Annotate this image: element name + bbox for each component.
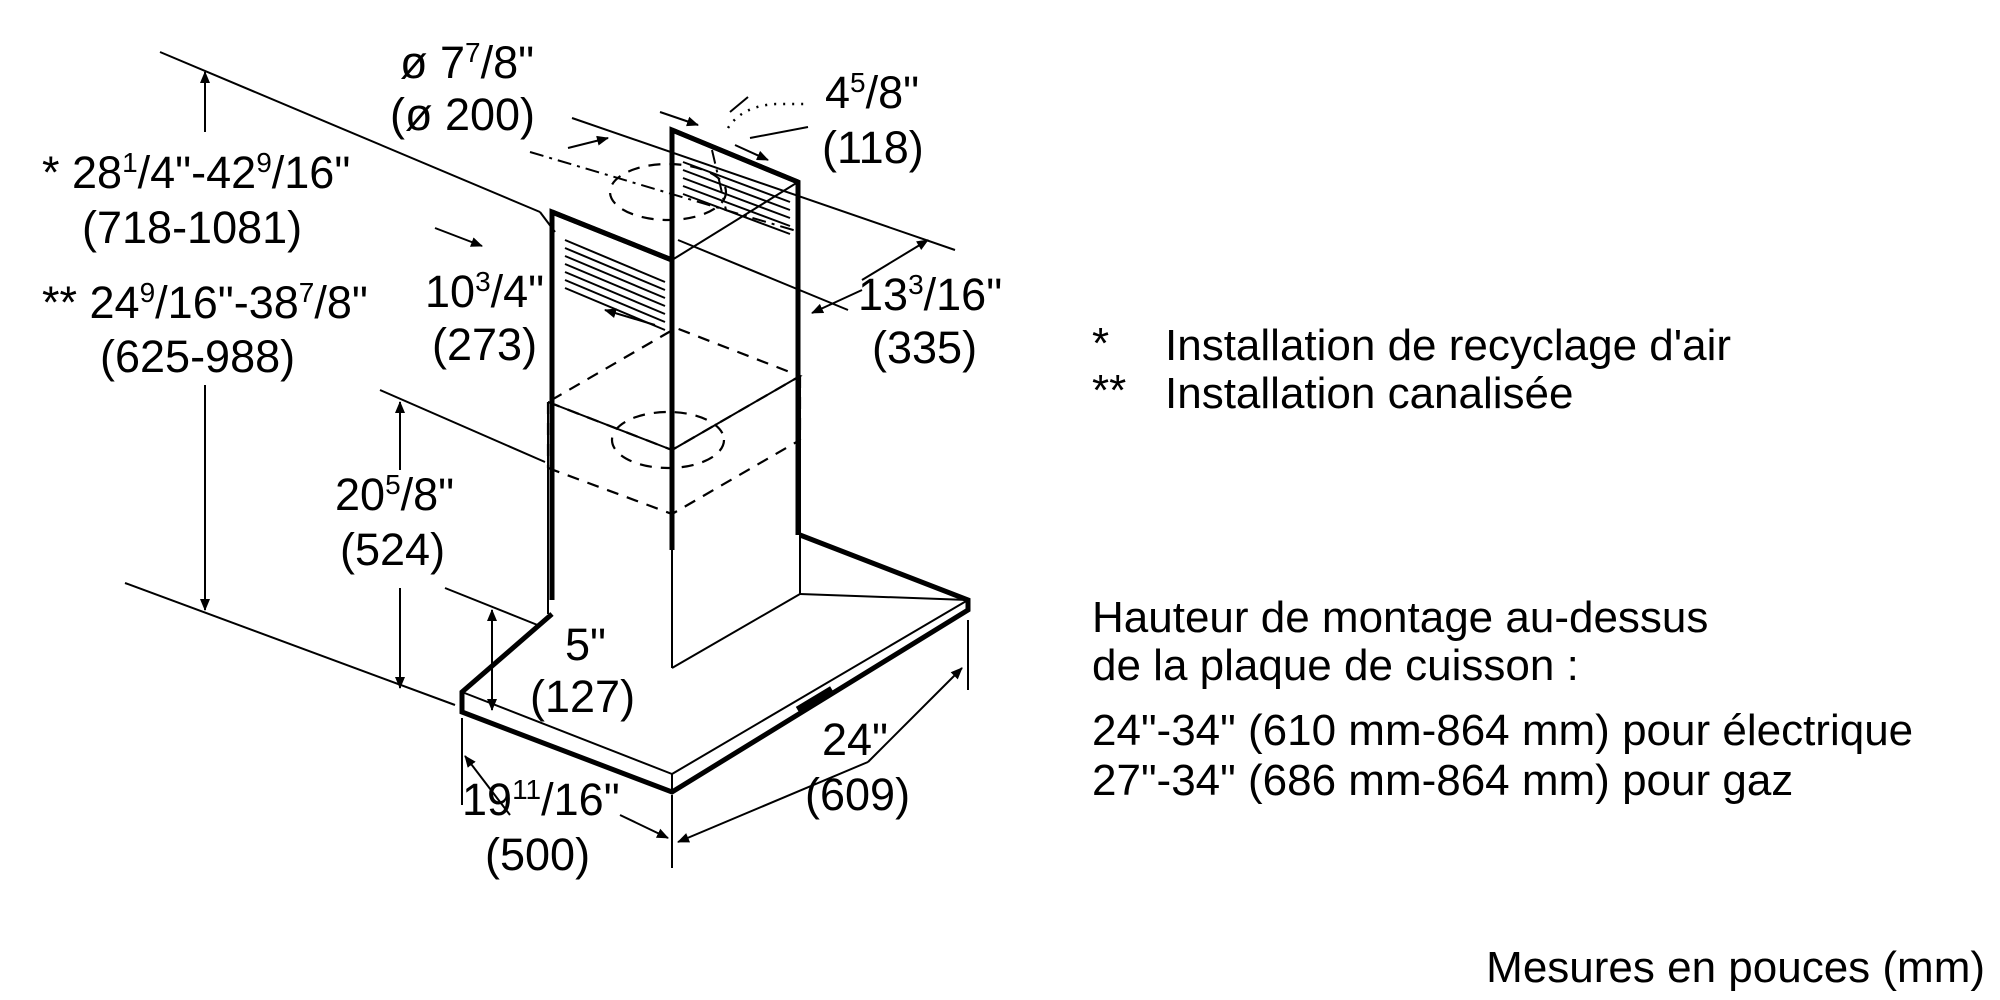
hidden-duct: [529, 102, 810, 516]
duct-diameter-mm: (ø 200): [390, 89, 535, 140]
mounting-line-1: Hauteur de montage au-dessus: [1092, 593, 1708, 642]
total-height-ducted-mm: (625-988): [100, 331, 295, 382]
installation-legend: * Installation de recyclage d'air ** Ins…: [1092, 319, 1731, 418]
chimney-width-mm: (273): [432, 319, 537, 370]
legend-text-recirc: Installation de recyclage d'air: [1165, 321, 1731, 370]
chimney-width-label: 103/4": [425, 266, 544, 317]
legend-text-ducted: Installation canalisée: [1165, 369, 1573, 418]
vent-offset-mm: (118): [822, 122, 924, 173]
hood-outline: [459, 126, 971, 795]
canopy-height-label: 5": [565, 619, 606, 670]
mounting-height-note: Hauteur de montage au-dessus de la plaqu…: [1092, 593, 1913, 805]
reference-lines: [124, 51, 969, 868]
lower-chimney-height-mm: (524): [340, 524, 445, 575]
chimney-depth-label: 133/16": [858, 269, 1002, 320]
dimension-arrows: [200, 71, 963, 843]
units-note: Mesures en pouces (mm): [1486, 943, 1985, 992]
vent-offset-label: 45/8": [825, 67, 919, 118]
lower-chimney-height-label: 205/8": [335, 469, 454, 520]
canopy-width-label: 24": [822, 714, 888, 765]
total-height-recirc-label: * 281/4"-429/16": [42, 147, 350, 198]
duct-diameter-label: ø 77/8": [400, 37, 534, 88]
vent-slots: [564, 161, 791, 331]
legend-marker-ducted: **: [1092, 366, 1126, 415]
canopy-height-mm: (127): [530, 671, 635, 722]
mounting-line-gas: 27"-34" (686 mm-864 mm) pour gaz: [1092, 756, 1793, 805]
chimney-depth-mm: (335): [872, 322, 977, 373]
mounting-line-2: de la plaque de cuisson :: [1092, 641, 1579, 690]
total-height-recirc-mm: (718-1081): [82, 202, 302, 253]
legend-marker-recirc: *: [1092, 319, 1109, 368]
total-height-ducted-label: ** 249/16"-387/8": [42, 277, 368, 328]
canopy-depth-label: 1911/16": [462, 774, 620, 825]
canopy-depth-mm: (500): [485, 829, 590, 880]
canopy-width-mm: (609): [805, 769, 910, 820]
mounting-line-electric: 24"-34" (610 mm-864 mm) pour électrique: [1092, 706, 1913, 755]
